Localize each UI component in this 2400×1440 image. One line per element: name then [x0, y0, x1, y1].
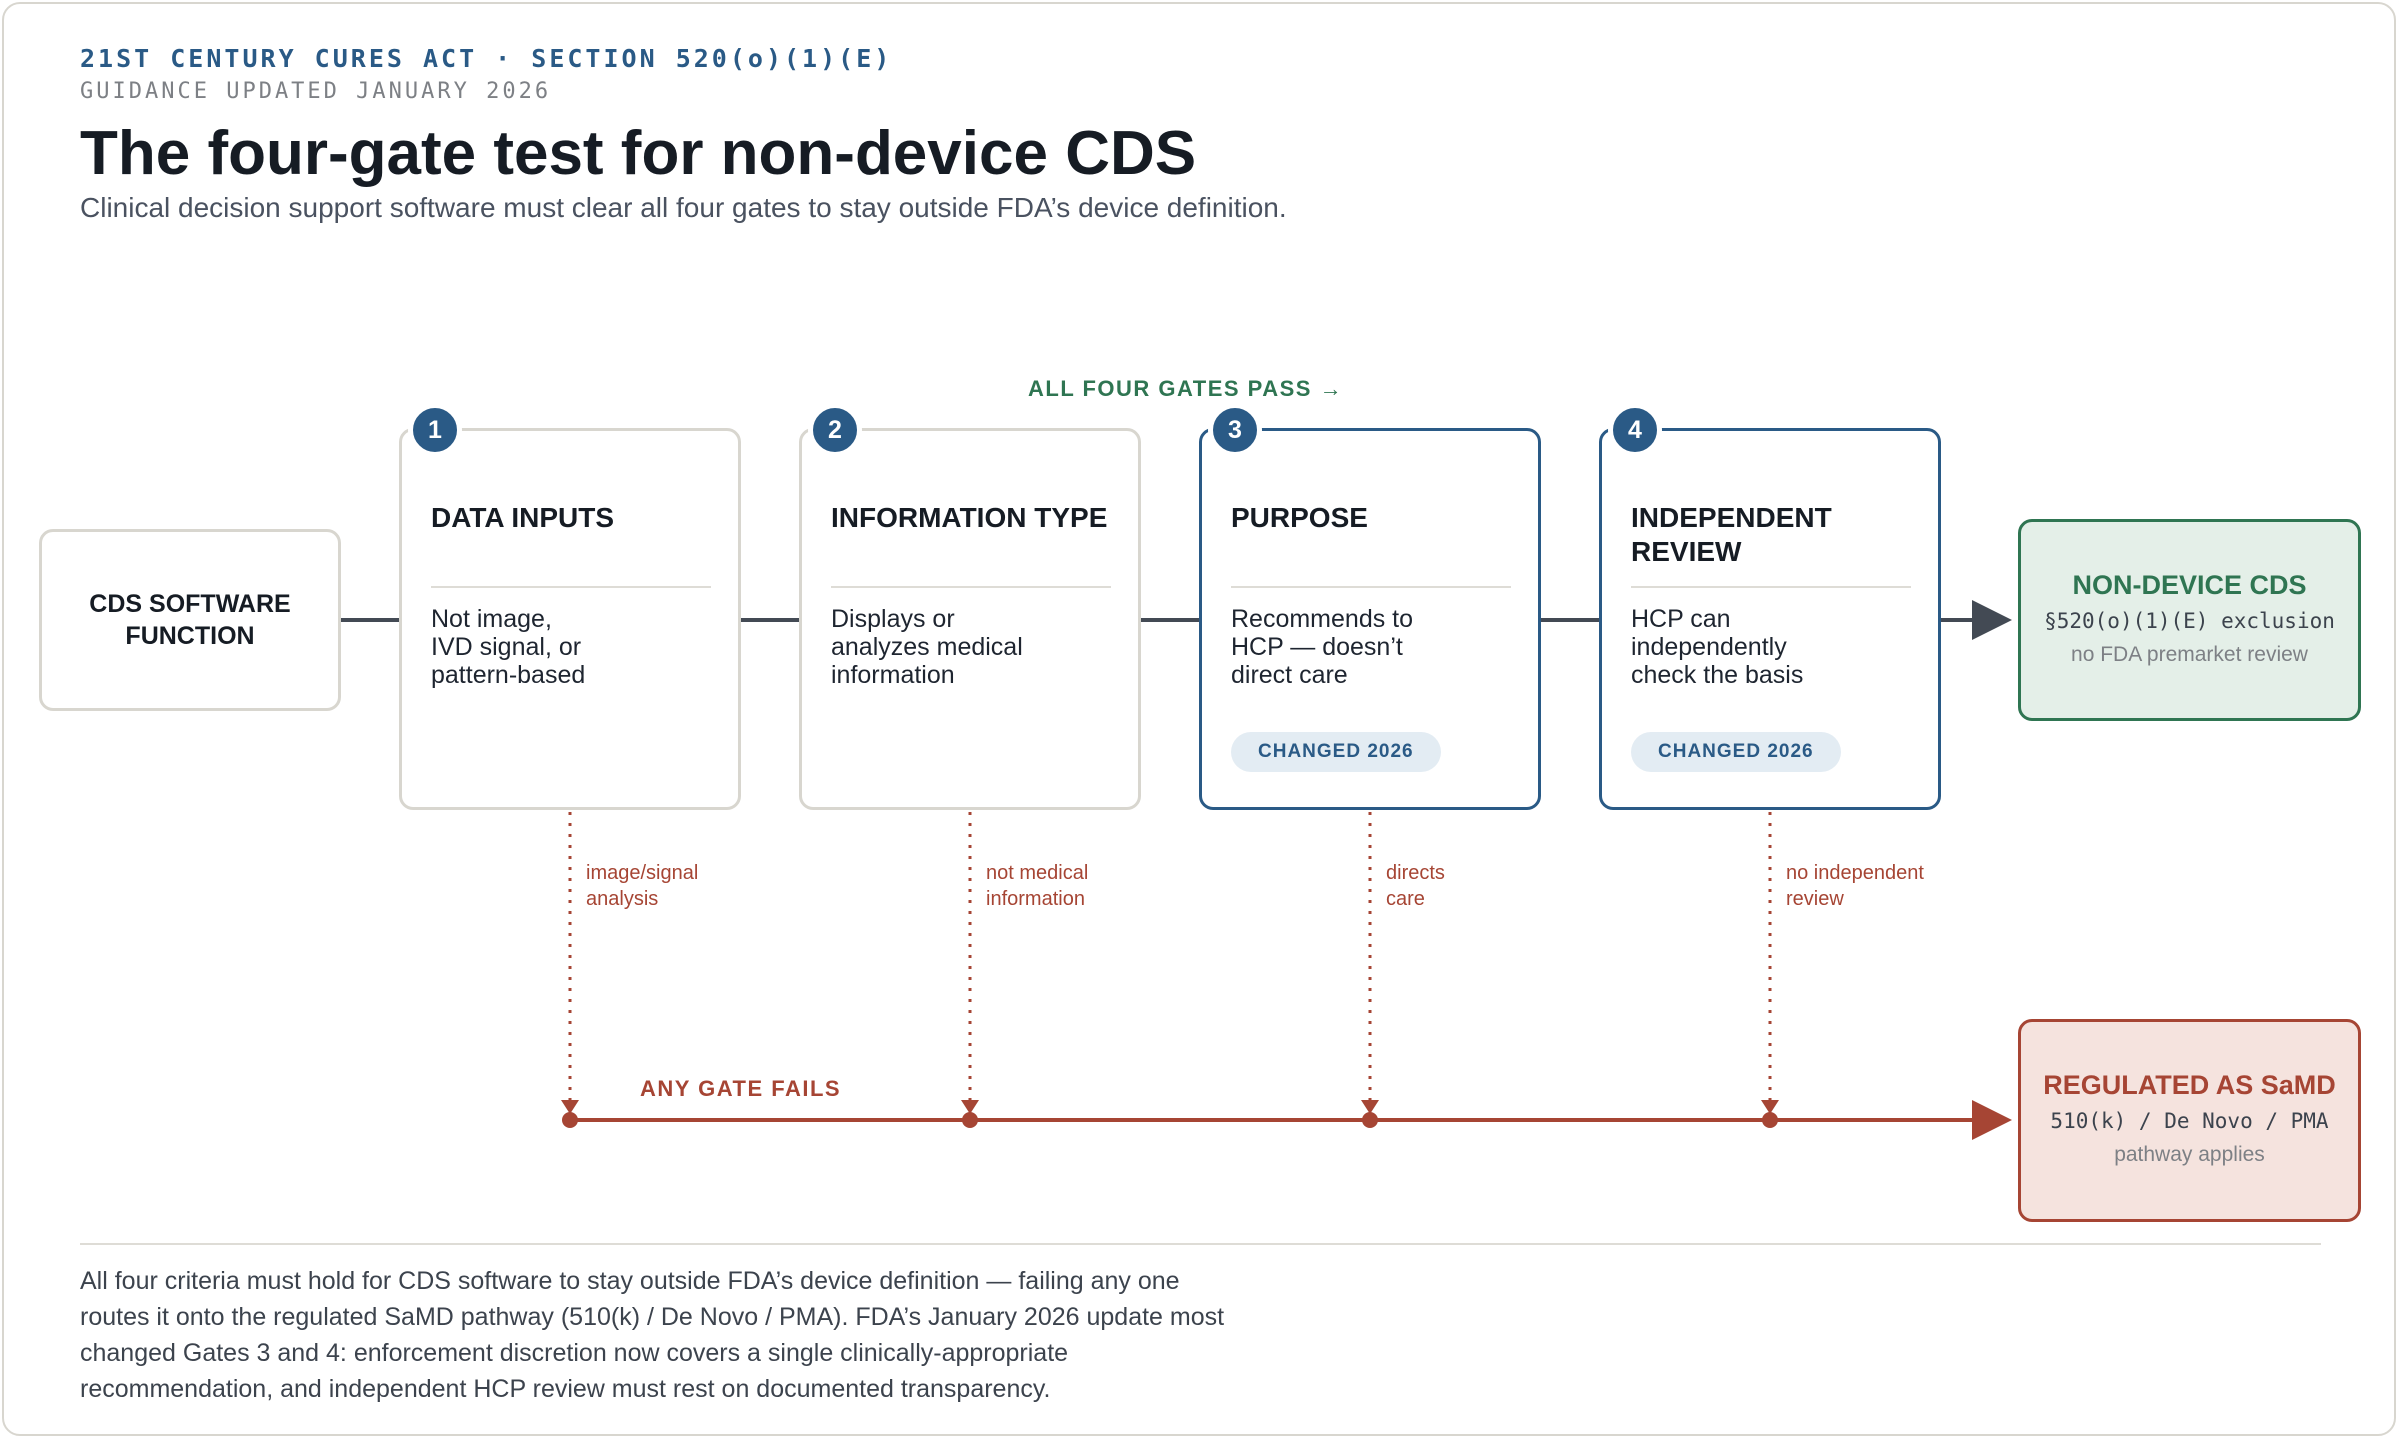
outcome-title: NON-DEVICE CDS: [2072, 570, 2307, 600]
gate-number-badge: 4: [1608, 403, 1662, 457]
fail-drop-arrowhead: [1761, 1100, 1779, 1114]
fail-reason-gate-4: no independent review: [1786, 862, 1924, 910]
gate-divider: [831, 586, 1111, 588]
gate-title: INDEPENDENT REVIEW: [1631, 502, 1832, 567]
footnote: All four criteria must hold for CDS soft…: [80, 1267, 1225, 1403]
fail-drop-arrowhead: [561, 1100, 579, 1114]
outcome-regulated-samd: REGULATED AS SaMD 510(k) / De Novo / PMA…: [2018, 1019, 2361, 1222]
gate-1-card: 1 DATA INPUTS Not image, IVD signal, or …: [399, 403, 741, 810]
pass-path-label: ALL FOUR GATES PASS →: [1028, 376, 1344, 401]
gate-divider: [431, 586, 711, 588]
gate-3-card: 3 PURPOSE Recommends to HCP — doesn’t di…: [1199, 403, 1541, 810]
gate-title: DATA INPUTS: [431, 502, 615, 533]
gate-number-badge: 1: [408, 403, 462, 457]
changed-2026-tag: CHANGED 2026: [1631, 732, 1841, 772]
outcome-note: no FDA premarket review: [2071, 643, 2308, 666]
gate-divider: [1631, 586, 1911, 588]
gate-number-badge: 2: [808, 403, 862, 457]
outcome-title: REGULATED AS SaMD: [2043, 1070, 2336, 1100]
gate-2-card: 2 INFORMATION TYPE Displays or analyzes …: [799, 403, 1141, 810]
gate-description: Recommends to HCP — doesn’t direct care: [1231, 605, 1414, 689]
gate-number-badge: 3: [1208, 403, 1262, 457]
outcome-detail: 510(k) / De Novo / PMA: [2050, 1109, 2329, 1133]
gate-description: Not image, IVD signal, or pattern-based: [431, 605, 586, 689]
outcome-non-device-cds: NON-DEVICE CDS §520(o)(1)(E) exclusion n…: [2018, 519, 2361, 721]
footnote-divider: [80, 1243, 2321, 1245]
fail-drop-arrowhead: [961, 1100, 979, 1114]
page-title: The four-gate test for non-device CDS: [80, 119, 1197, 188]
outcome-detail: §520(o)(1)(E) exclusion: [2044, 609, 2335, 633]
fail-reason-gate-3: directs care: [1386, 862, 1445, 910]
fail-path-label: ANY GATE FAILS: [640, 1076, 842, 1101]
fail-reason-gate-1: image/signal analysis: [586, 862, 699, 910]
gate-title: INFORMATION TYPE: [831, 502, 1108, 533]
gate-description: HCP can independently check the basis: [1631, 605, 1804, 689]
gate-4-card: 4 INDEPENDENT REVIEW HCP can independent…: [1599, 403, 1941, 810]
start-node-label: CDS SOFTWARE FUNCTION: [89, 590, 291, 650]
outcome-note: pathway applies: [2114, 1143, 2265, 1166]
guidance-date: GUIDANCE UPDATED JANUARY 2026: [80, 79, 552, 104]
gate-divider: [1231, 586, 1511, 588]
gate-title: PURPOSE: [1231, 502, 1368, 533]
fail-drop-arrowhead: [1361, 1100, 1379, 1114]
eyebrow: 21ST CENTURY CURES ACT · SECTION 520(o)(…: [80, 44, 893, 73]
gate-description: Displays or analyzes medical information: [831, 605, 1023, 689]
fail-reason-gate-2: not medical information: [986, 862, 1089, 910]
page-subtitle: Clinical decision support software must …: [80, 192, 1287, 223]
changed-2026-tag: CHANGED 2026: [1231, 732, 1441, 772]
start-node: CDS SOFTWARE FUNCTION: [39, 529, 341, 711]
